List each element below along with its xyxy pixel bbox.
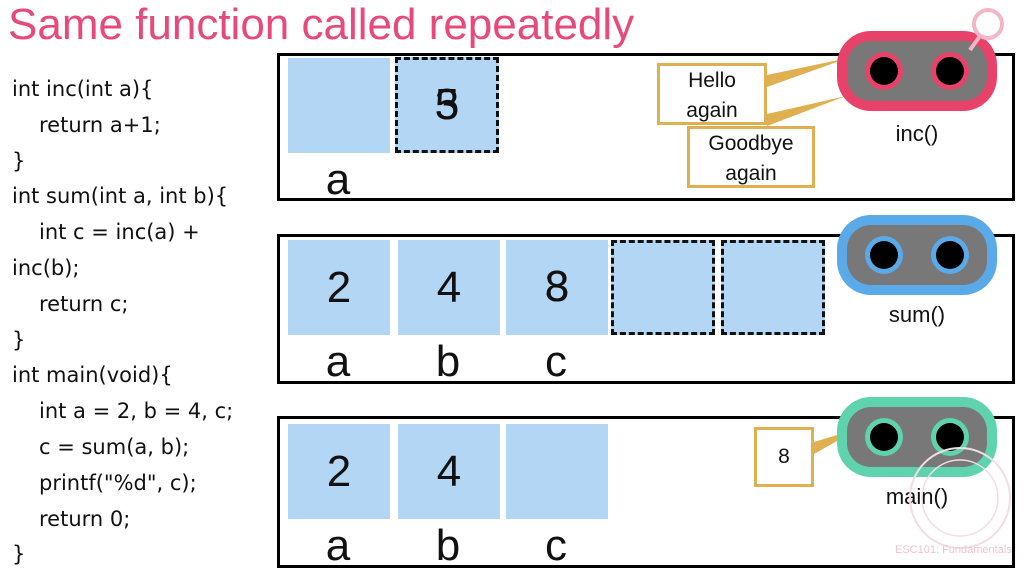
code-line: return c; xyxy=(39,291,129,316)
inc-var-a-cell xyxy=(288,58,390,153)
slide-title: Same function called repeatedly xyxy=(8,0,635,49)
main-var-c-cell xyxy=(506,424,608,519)
sum-var-b-label: b xyxy=(435,337,461,386)
sum-var-c-cell: 8 3 xyxy=(506,240,608,335)
footer-text: ESC101: Fundamentals xyxy=(895,544,1012,556)
goodbye-pointer xyxy=(767,96,846,126)
hello-again-callout: Hello again xyxy=(657,63,767,125)
inc-temp-cell: 5 3 xyxy=(395,57,499,153)
code-line: c = sum(a, b); xyxy=(39,434,190,459)
main-function-name: main() xyxy=(885,484,949,509)
code-line: printf("%d", c); xyxy=(39,470,197,495)
inc-function-name: inc() xyxy=(895,121,939,146)
inc-eyes-icon xyxy=(834,28,1000,118)
code-line: return 0; xyxy=(39,506,131,531)
code-line: int inc(int a){ xyxy=(12,77,154,101)
code-line: } xyxy=(12,327,26,352)
main-var-a-label: a xyxy=(325,521,351,570)
sum-var-a-label: a xyxy=(325,337,351,386)
inc-temp-value-1: 5 xyxy=(434,80,460,129)
sum-temp-cell-1 xyxy=(611,240,715,335)
inc-temp-value-2: 3 xyxy=(434,80,460,129)
code-line: inc(b); xyxy=(12,255,80,280)
sum-var-c-label: c xyxy=(545,337,567,386)
return-value-callout: 8 xyxy=(754,427,814,487)
sum-var-a-cell: 2 xyxy=(288,240,390,335)
sum-var-c-value: 8 xyxy=(544,262,570,311)
sum-function-name: sum() xyxy=(888,302,946,327)
sum-var-b-value: 4 xyxy=(436,262,462,312)
sum-temp-cell-2 xyxy=(721,240,825,335)
main-var-c-label: c xyxy=(545,521,567,570)
code-line: int sum(int a, int b){ xyxy=(12,184,229,209)
inc-var-a-label: a xyxy=(325,155,351,204)
main-var-b-cell: 4 xyxy=(398,424,500,519)
hello-pointer xyxy=(767,58,848,87)
main-eyes-icon xyxy=(834,394,1000,484)
pin-icon xyxy=(966,2,1016,56)
code-line: int a = 2, b = 4, c; xyxy=(39,399,234,424)
code-line: int main(void){ xyxy=(12,363,173,388)
main-var-b-label: b xyxy=(435,521,461,570)
goodbye-again-callout: Goodbye again xyxy=(687,126,815,188)
main-var-a-value: 2 xyxy=(326,446,352,496)
main-var-a-cell: 2 xyxy=(288,424,390,519)
code-listing: int inc(int a){ return a+1;} int sum(int a… xyxy=(12,72,233,573)
code-line: return a+1; xyxy=(39,112,161,137)
code-line: int c = inc(a) + xyxy=(39,220,200,245)
sum-eyes-icon xyxy=(834,212,1000,302)
code-line: } xyxy=(12,542,26,567)
sum-var-c-overlay: 3 xyxy=(544,262,570,311)
institute-seal-icon xyxy=(900,440,1020,554)
main-var-b-value: 4 xyxy=(436,446,462,496)
sum-var-b-cell: 4 xyxy=(398,240,500,335)
sum-var-a-value: 2 xyxy=(326,262,352,312)
code-line: } xyxy=(12,148,26,173)
